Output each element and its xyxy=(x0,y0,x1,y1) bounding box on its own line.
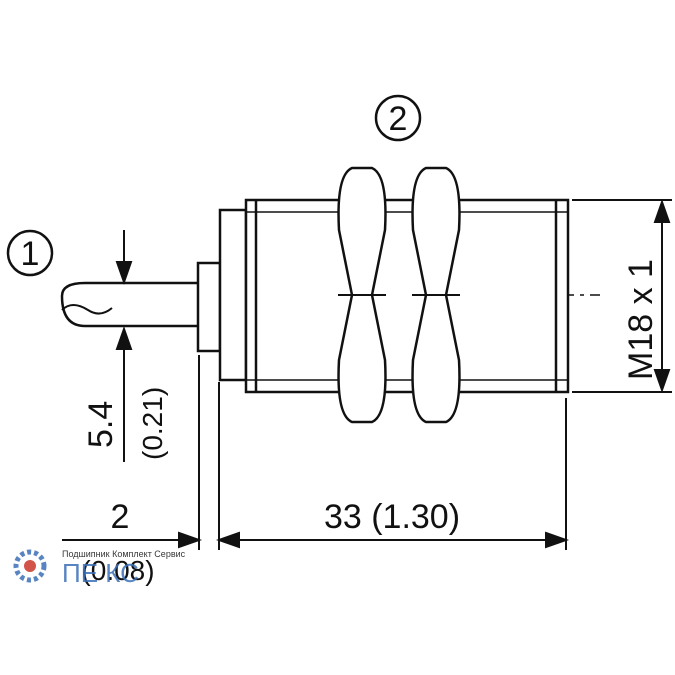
callout-1: 1 xyxy=(6,229,54,277)
collar-length-in: (0.08) xyxy=(81,555,154,586)
callout-2: 2 xyxy=(374,94,422,142)
thread-dimension xyxy=(572,198,672,394)
thread-label: M18 x 1 xyxy=(622,259,660,380)
gear-icon xyxy=(13,549,47,583)
hex-nut-left xyxy=(337,166,387,424)
cable-diameter-dimension xyxy=(115,230,133,462)
cable-diameter-in: (0.21) xyxy=(137,387,168,460)
body-length-dimension xyxy=(215,531,570,549)
callout-1-label: 1 xyxy=(21,235,40,273)
threaded-body xyxy=(218,198,570,394)
collar-length-mm: 2 xyxy=(111,498,130,536)
watermark-logo-text: ПЕ КС xyxy=(62,558,139,588)
watermark-caption: Подшипник Комплект Сервис xyxy=(62,549,186,559)
cable-collar xyxy=(196,261,222,353)
collar-length-dimension xyxy=(62,531,238,549)
cable-diameter-mm: 5.4 xyxy=(82,401,120,448)
cable xyxy=(60,281,200,328)
watermark-logo: Подшипник Комплект Сервис ПЕ КС xyxy=(13,549,186,588)
body-length-label: 33 (1.30) xyxy=(324,498,460,536)
hex-nut-right xyxy=(411,166,461,424)
callout-2-label: 2 xyxy=(389,100,408,138)
extension-lines xyxy=(198,355,567,550)
